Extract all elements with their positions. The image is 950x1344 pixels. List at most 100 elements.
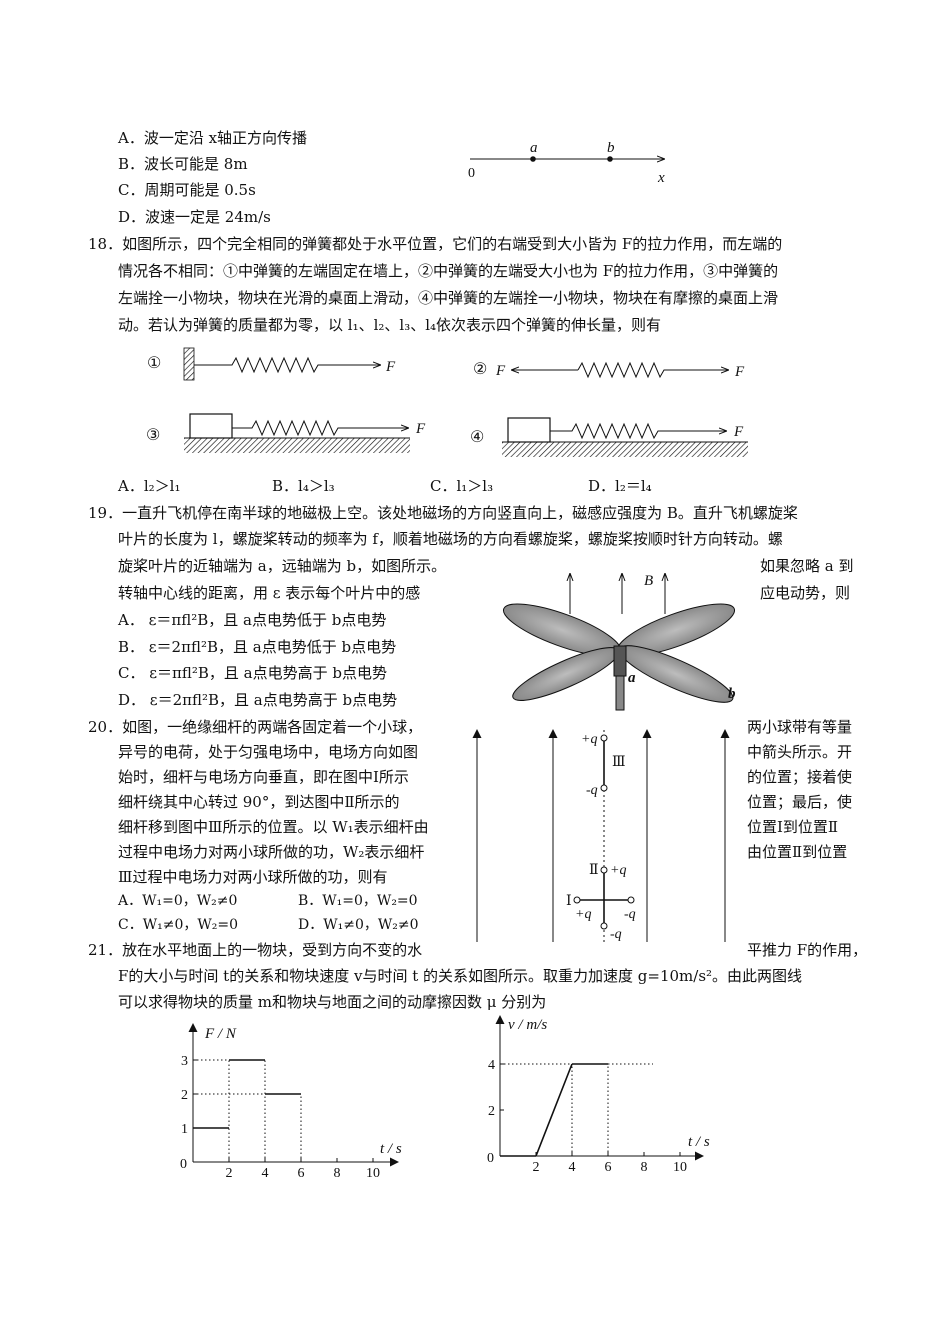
label-q-iii-bottom: -q — [586, 783, 598, 798]
q20-right-line-1: 两小球带有等量 — [747, 718, 853, 736]
spring-1 — [194, 356, 324, 374]
x-tick-label: 6 — [605, 1160, 612, 1175]
label-q-i-right: -q — [624, 907, 636, 922]
q20-option-c: C．W₁≠0，W₂=0 — [118, 917, 238, 933]
q20-stem-line-6: 过程中电场力对两小球所做的功，W₂表示细杆 — [118, 843, 425, 861]
x-tick-label: 8 — [334, 1166, 341, 1181]
label-4: ④ — [470, 429, 484, 446]
q20-option-d: D．W₁≠0，W₂≠0 — [298, 917, 419, 933]
y-tick-label: 4 — [488, 1058, 495, 1073]
label-F-2-left: F — [495, 363, 506, 379]
q18-springs-figure: ① F ② F F ③ F ④ F — [146, 347, 748, 457]
x-tick-label: 2 — [533, 1160, 540, 1175]
wall — [183, 347, 195, 381]
q18-option-d: D．l₂＝l₄ — [588, 477, 652, 495]
label-b: b — [607, 140, 615, 156]
q18-stem-line-4: 动。若认为弹簧的质量都为零，以 l₁、l₂、l₃、l₄依次表示四个弹簧的伸长量，… — [118, 316, 662, 334]
q19-option-a: A． ε＝πfl²B，且 a点电势低于 b点电势 — [118, 611, 387, 629]
data-segment — [535, 1063, 573, 1157]
q20-right-line-2: 中箭头所示。开 — [747, 743, 853, 761]
label-F-3: F — [415, 421, 426, 437]
table-4 — [502, 442, 748, 457]
label-II: Ⅱ — [589, 863, 599, 878]
q18-option-b: B．l₄＞l₃ — [272, 477, 335, 495]
q21-stem-line-1: 21．放在水平地面上的一物块，受到方向不变的水 — [88, 941, 423, 959]
label-x: x — [657, 170, 665, 186]
x-axis-label: t / s — [380, 1141, 402, 1157]
label-I: Ⅰ — [566, 894, 572, 909]
q20-stem-line-1: 20．如图，一绝缘细杆的两端各固定着一个小球， — [88, 718, 423, 736]
y-axis-label: F / N — [204, 1026, 237, 1042]
q19-option-c: C． ε＝πfl²B，且 a点电势高于 b点电势 — [118, 664, 387, 682]
table-3 — [184, 438, 410, 453]
spring-3 — [232, 419, 342, 437]
origin-label: 0 — [487, 1151, 494, 1166]
q20-right-line-3: 的位置；接着使 — [747, 768, 853, 786]
x-tick-label: 2 — [226, 1166, 233, 1181]
spring-2 — [577, 361, 668, 379]
q19-right-line-1: 如果忽略 a 到 — [760, 557, 854, 575]
q18-stem-line-1: 18．如图所示，四个完全相同的弹簧都处于水平位置，它们的右端受到大小皆为 F的拉… — [88, 235, 783, 253]
y-tick-label: 1 — [181, 1122, 188, 1137]
q19-stem-line-3: 旋桨叶片的近轴端为 a，远轴端为 b，如图所示。 — [118, 557, 447, 575]
q20-field-figure: +q -q Ⅲ Ⅱ +q -q Ⅰ +q -q — [472, 729, 730, 942]
q18-option-c: C．l₁＞l₃ — [430, 477, 494, 495]
label-3: ③ — [146, 427, 160, 444]
x-tick-label: 4 — [569, 1160, 576, 1175]
q19-option-d: D． ε＝2πfl²B，且 a点电势高于 b点电势 — [118, 691, 398, 709]
q21-stem-line-1-right: 平推力 F的作用， — [747, 941, 868, 959]
label-q-iii-top: +q — [581, 732, 597, 747]
label-a-19: a — [628, 670, 636, 686]
q19-propeller-figure: B a b — [502, 573, 736, 711]
spring-4 — [550, 422, 662, 440]
label-2: ② — [473, 361, 487, 378]
q20-option-a: A．W₁=0，W₂≠0 — [118, 893, 238, 909]
label-F-4: F — [733, 424, 744, 440]
q20-stem-line-2: 异号的电荷，处于匀强电场中，电场方向如图 — [118, 743, 419, 761]
q21-stem-line-2: F的大小与时间 t的关系和物块速度 v与时间 t 的关系如图所示。取重力加速度 … — [118, 967, 803, 985]
x-tick-label: 8 — [641, 1160, 648, 1175]
q20-right-line-6: 由位置Ⅱ到位置 — [747, 843, 848, 861]
y-tick-label: 2 — [181, 1088, 188, 1103]
q21-stem-line-3: 可以求得物块的质量 m和物块与地面之间的动摩擦因数 μ 分别为 — [118, 993, 547, 1011]
label-a: a — [530, 140, 538, 156]
label-III: Ⅲ — [612, 755, 626, 770]
block-4 — [507, 417, 551, 443]
label-F-2-right: F — [734, 364, 745, 380]
blade-lower-left — [512, 647, 620, 701]
q18-stem-line-3: 左端拴一小物块，物块在光滑的桌面上滑动，④中弹簧的左端拴一小物块，物块在有摩擦的… — [118, 289, 779, 307]
q17-option-c: C．周期可能是 0.5s — [118, 181, 256, 199]
hub — [613, 645, 627, 677]
origin-label: 0 — [180, 1157, 187, 1172]
q18-stem-line-2: 情况各不相同：①中弹簧的左端固定在墙上，②中弹簧的左端受大小也为 F的拉力作用，… — [118, 262, 779, 280]
q20-stem-line-7: Ⅲ过程中电场力对两小球所做的功，则有 — [118, 868, 388, 886]
q20-stem-line-3: 始时，细杆与电场方向垂直，即在图中Ⅰ所示 — [118, 768, 409, 786]
q19-stem-line-1: 19．一直升飞机停在南半球的地磁极上空。该处地磁场的方向竖直向上，磁感应强度为 … — [88, 504, 798, 522]
q20-stem-line-5: 细杆移到图中Ⅲ所示的位置。以 W₁表示细杆由 — [118, 818, 429, 836]
label-B: B — [644, 573, 653, 589]
shaft — [615, 675, 625, 711]
q19-right-line-2: 应电动势，则 — [760, 584, 851, 602]
label-origin: 0 — [468, 166, 475, 181]
x-tick-label: 6 — [298, 1166, 305, 1181]
q17-wave-axis-figure: a b 0 x — [468, 140, 665, 186]
block-3 — [189, 413, 233, 439]
q17-option-d: D．波速一定是 24m/s — [118, 208, 271, 226]
q20-right-line-5: 位置Ⅰ到位置Ⅱ — [747, 818, 839, 836]
point-b — [607, 156, 613, 162]
q17-option-b: B．波长可能是 8m — [118, 155, 248, 173]
point-a — [530, 156, 536, 162]
x-axis-label: t / s — [688, 1134, 710, 1150]
label-q-i-left: +q — [575, 907, 591, 922]
q20-stem-line-4: 细杆绕其中心转过 90°，到达图中Ⅱ所示的 — [118, 793, 400, 811]
q17-option-a: A．波一定沿 x轴正方向传播 — [118, 129, 308, 147]
label-1: ① — [147, 355, 161, 372]
x-tick-label: 4 — [262, 1166, 269, 1181]
q19-stem-line-2: 叶片的长度为 l，螺旋桨转动的频率为 f，顺着地磁场的方向看螺旋桨，螺旋桨按顺时… — [118, 530, 783, 548]
q20-option-b: B．W₁=0，W₂=0 — [298, 893, 418, 909]
y-tick-label: 2 — [488, 1104, 495, 1119]
q18-option-a: A．l₂＞l₁ — [118, 477, 181, 495]
